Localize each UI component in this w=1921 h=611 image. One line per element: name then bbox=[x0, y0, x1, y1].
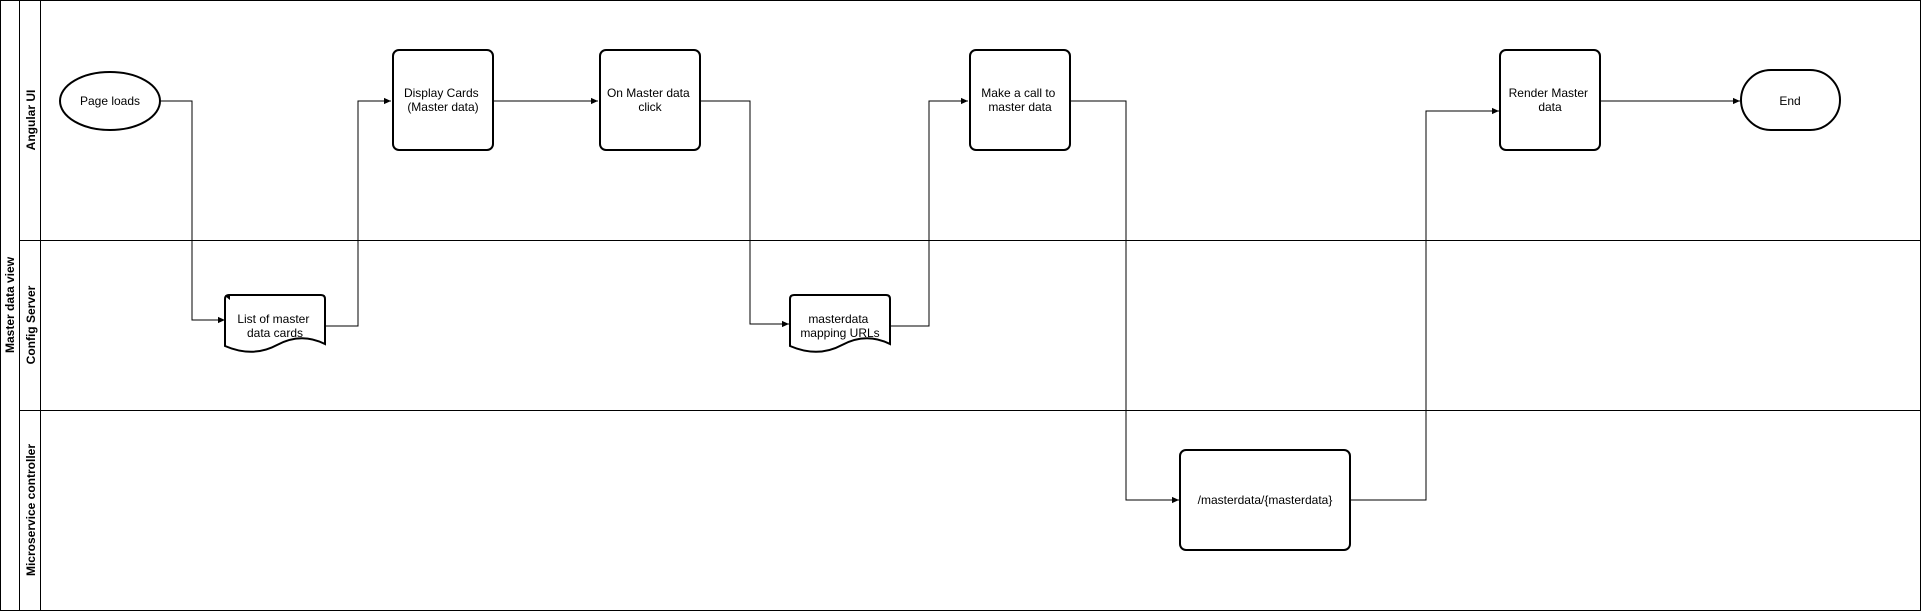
terminator-shape bbox=[1740, 69, 1841, 131]
node-render-master-data[interactable]: Render Master data bbox=[1499, 49, 1601, 151]
node-display-cards[interactable]: Display Cards (Master data) bbox=[392, 49, 494, 151]
document-shape bbox=[789, 294, 891, 353]
node-render-line-1: Render Master bbox=[1509, 86, 1588, 100]
document-shape bbox=[224, 293, 326, 353]
pool-title: Master data view bbox=[3, 256, 17, 353]
svg-text:End: End bbox=[1779, 94, 1800, 108]
node-mapping-line-1: masterdata bbox=[808, 312, 868, 326]
node-mapping-line-2: mapping URLs bbox=[800, 326, 879, 340]
lane-labels: Angular UI Config Server Microservice co… bbox=[24, 90, 38, 576]
process-box bbox=[969, 49, 1071, 151]
node-click-line-1: On Master data bbox=[607, 86, 690, 100]
nodes: Page loads List of master data cards Dis… bbox=[59, 49, 1841, 551]
edge-pageloads-to-list bbox=[160, 100, 225, 324]
node-call-line-1: Make a call to bbox=[981, 86, 1055, 100]
node-list-line-2: data cards bbox=[247, 326, 303, 340]
lane-label-config-server: Config Server bbox=[24, 285, 38, 364]
node-list-of-master-data-cards[interactable]: List of master data cards bbox=[224, 293, 326, 353]
node-click-line-2: click bbox=[638, 100, 662, 114]
node-masterdata-mapping-urls[interactable]: masterdata mapping URLs bbox=[789, 294, 891, 353]
node-on-master-data-click[interactable]: On Master data click bbox=[599, 49, 701, 151]
node-end-line-1: End bbox=[1779, 94, 1800, 108]
svg-text:Make a call to master: Make a call to master data bbox=[981, 86, 1058, 114]
process-box bbox=[392, 49, 494, 151]
svg-text:List of master data ca: List of master data cards bbox=[237, 312, 312, 340]
connectors bbox=[160, 97, 1740, 504]
node-end[interactable]: End bbox=[1740, 69, 1841, 131]
edge-call-to-endpoint bbox=[1070, 100, 1179, 504]
node-display-line-2: (Master data) bbox=[407, 100, 478, 114]
svg-text:On Master data click: On Master data click bbox=[607, 86, 693, 114]
svg-text:/masterdata/{masterdata}: /masterdata/{masterdata} bbox=[1198, 493, 1333, 507]
node-masterdata-endpoint[interactable]: /masterdata/{masterdata} bbox=[1179, 449, 1351, 551]
node-page-loads[interactable]: Page loads bbox=[59, 71, 161, 131]
node-display-line-1: Display Cards bbox=[404, 86, 479, 100]
node-endpoint-line-1: /masterdata/{masterdata} bbox=[1198, 493, 1333, 507]
svg-text:Render Master data: Render Master data bbox=[1509, 86, 1592, 114]
edge-click-to-mapping bbox=[700, 100, 789, 328]
edge-endpoint-to-render bbox=[1350, 107, 1499, 501]
node-page-loads-line-1: Page loads bbox=[80, 94, 140, 108]
edge-mapping-to-call bbox=[890, 97, 968, 327]
node-list-line-1: List of master bbox=[237, 312, 309, 326]
process-box bbox=[1499, 49, 1601, 151]
node-render-line-2: data bbox=[1538, 100, 1562, 114]
start-ellipse bbox=[59, 71, 161, 131]
svg-text:Display Cards (Master: Display Cards (Master data) bbox=[404, 86, 482, 114]
process-box bbox=[1179, 449, 1351, 551]
edge-list-to-display bbox=[325, 97, 391, 327]
process-box bbox=[599, 49, 701, 151]
lane-label-angular-ui: Angular UI bbox=[24, 90, 38, 151]
svg-text:masterdata mapping URL: masterdata mapping URLs bbox=[800, 312, 879, 340]
node-make-a-call[interactable]: Make a call to master data bbox=[969, 49, 1071, 151]
node-call-line-2: master data bbox=[988, 100, 1052, 114]
svg-text:Page loads: Page loads bbox=[80, 94, 140, 108]
lane-label-microservice-controller: Microservice controller bbox=[24, 444, 38, 576]
